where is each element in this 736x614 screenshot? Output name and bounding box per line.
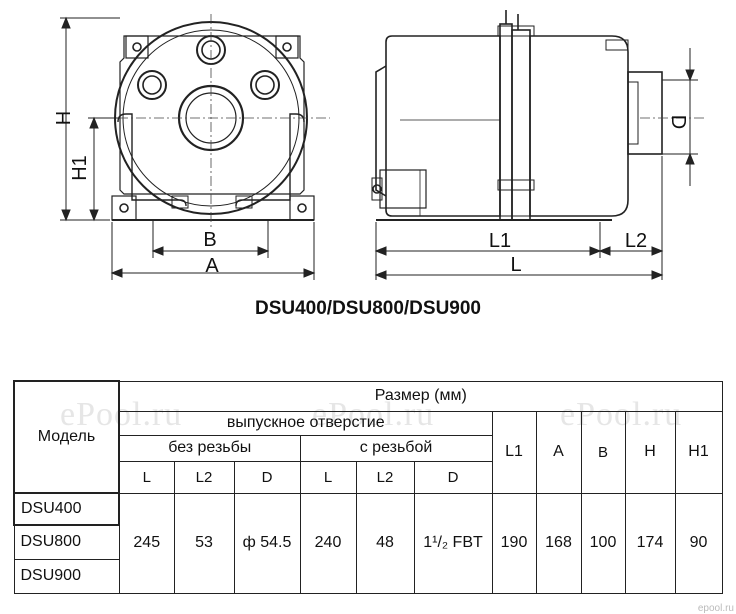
col-header-h: H	[624, 410, 676, 494]
value-h: 174	[624, 492, 676, 594]
value-l-unthreaded: 245	[118, 492, 175, 594]
col-header-d-unthreaded: D	[233, 460, 301, 494]
value-d-threaded: 1¹/₂ FBT	[413, 492, 493, 594]
col-header-l2-threaded: L2	[355, 460, 415, 494]
value-l-threaded: 240	[299, 492, 357, 594]
dim-label-h1: H1	[69, 155, 91, 181]
dim-label-d: D	[667, 115, 689, 129]
model-dsu800: DSU800	[13, 524, 120, 560]
value-l2-threaded: 48	[355, 492, 415, 594]
col-header-l-unthreaded: L	[118, 460, 175, 494]
dim-label-b: B	[203, 229, 216, 251]
col-header-b: B	[580, 410, 626, 494]
dim-label-h: H	[53, 111, 75, 125]
site-logo: epool.ru	[697, 603, 734, 614]
spec-table: Модель Размер (мм) выпускное отверстие L…	[13, 380, 723, 594]
col-header-a: A	[535, 410, 582, 494]
model-dsu900: DSU900	[13, 558, 120, 594]
dim-label-l1: L1	[489, 230, 511, 252]
value-l1: 190	[491, 492, 537, 594]
dim-label-a: A	[205, 255, 219, 277]
col-header-d-threaded: D	[413, 460, 493, 494]
value-h1: 90	[674, 492, 723, 594]
header-size: Размер (мм)	[118, 380, 723, 412]
dim-label-l: L	[510, 254, 521, 276]
col-header-h1: H1	[674, 410, 723, 494]
model-series-title: DSU400/DSU800/DSU900	[254, 298, 481, 319]
technical-drawing: H H1 B A	[53, 10, 706, 280]
value-b: 100	[580, 492, 626, 594]
value-d-unthreaded: ф 54.5	[233, 492, 301, 594]
model-dsu400: DSU400	[13, 492, 120, 526]
header-outlet: выпускное отверстие	[118, 410, 493, 436]
header-unthreaded: без резьбы	[118, 434, 301, 462]
value-l2-unthreaded: 53	[173, 492, 235, 594]
col-header-l1: L1	[491, 410, 537, 494]
header-threaded: с резьбой	[299, 434, 493, 462]
header-model: Модель	[13, 380, 120, 494]
col-header-l2-unthreaded: L2	[173, 460, 235, 494]
col-header-l-threaded: L	[299, 460, 357, 494]
value-a: 168	[535, 492, 582, 594]
dim-label-l2: L2	[625, 230, 647, 252]
